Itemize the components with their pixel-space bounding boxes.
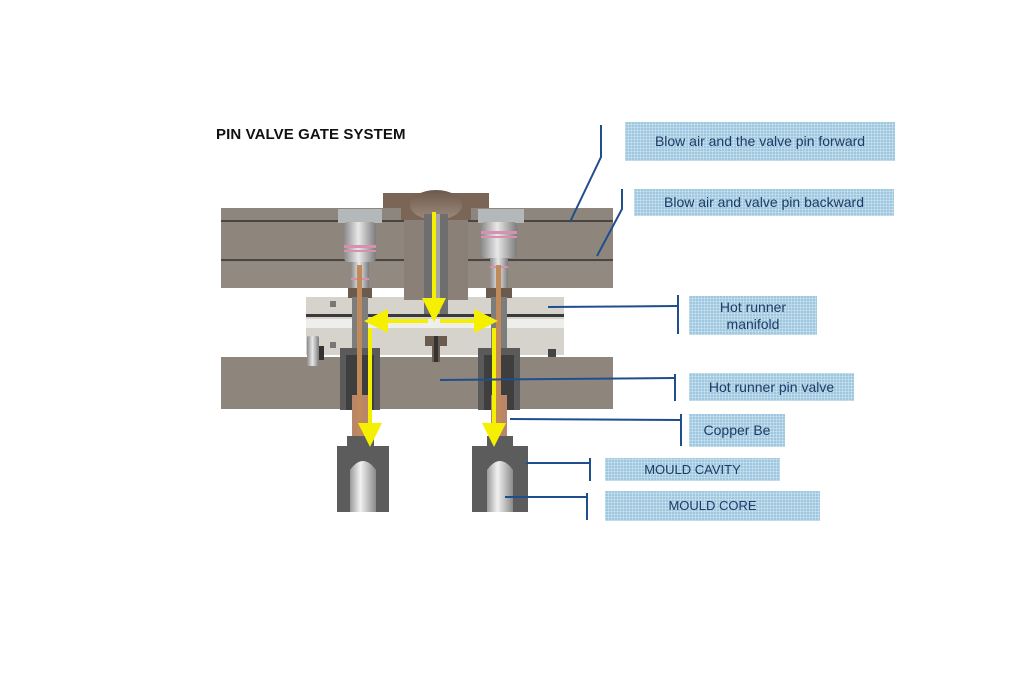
leader-lines	[439, 125, 682, 520]
leader-manifold	[547, 305, 679, 308]
label-copper-be: Copper Be	[689, 414, 785, 447]
leader-copper	[509, 418, 682, 421]
label-text: Blow air and valve pin backward	[664, 194, 864, 211]
diagram-title: PIN VALVE GATE SYSTEM	[216, 126, 406, 143]
leader-pin-valve	[439, 377, 676, 381]
label-blow-air-pin-backward: Blow air and valve pin backward	[634, 189, 894, 216]
melt-flow-arrows	[358, 212, 506, 447]
right-nozzle-assembly	[478, 209, 524, 445]
right-mould-cavity	[472, 436, 528, 512]
leader-blow-backward	[596, 189, 623, 257]
label-text: MOULD CAVITY	[644, 461, 741, 477]
label-text: Hot runner pin valve	[708, 378, 835, 395]
label-mould-cavity: MOULD CAVITY	[605, 458, 780, 481]
dowel-pin	[307, 336, 324, 366]
label-text: Copper Be	[703, 422, 771, 439]
label-text: MOULD CORE	[668, 498, 757, 514]
label-text: Blow air and the valve pin forward	[654, 133, 866, 150]
label-blow-air-pin-forward: Blow air and the valve pin forward	[625, 122, 895, 161]
label-hot-runner-manifold: Hot runner manifold	[689, 296, 817, 335]
label-text-line2: manifold	[726, 315, 780, 332]
leader-blow-forward	[569, 125, 602, 223]
cavity-plate	[221, 357, 613, 409]
label-mould-core: MOULD CORE	[605, 491, 820, 521]
label-hot-runner-pin-valve: Hot runner pin valve	[689, 373, 854, 401]
label-text-line1: Hot runner	[719, 298, 787, 315]
left-mould-cavity	[337, 436, 389, 512]
